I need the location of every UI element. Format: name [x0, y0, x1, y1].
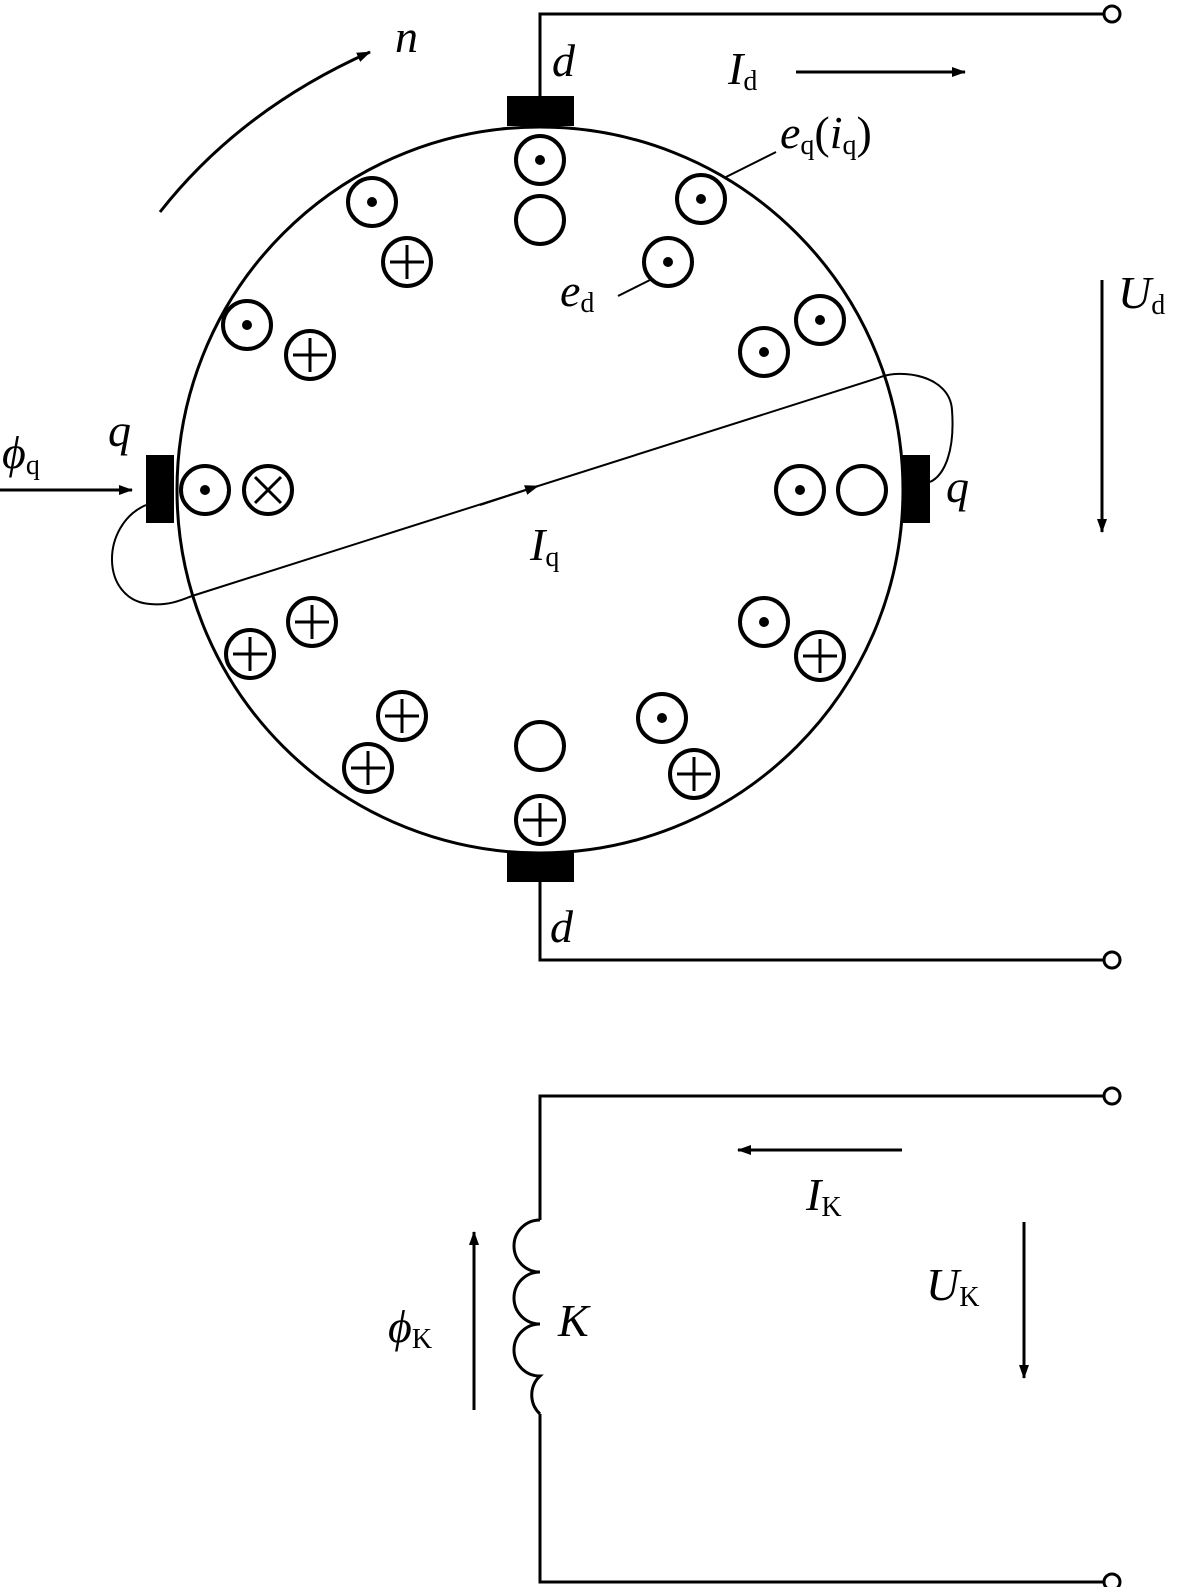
rotation-arrow	[158, 50, 371, 213]
brush-q-right-label: q	[946, 461, 969, 512]
armature-conductors	[179, 134, 888, 846]
terminal-d-bottom	[1102, 950, 1122, 970]
control-lead-bottom	[538, 1414, 1106, 1584]
brush-d-top-label: d	[552, 35, 576, 86]
flux-q-label: ϕq	[2, 427, 40, 481]
emf-q-leader	[723, 151, 777, 179]
voltage-d-label: Ud	[1118, 267, 1165, 321]
terminal-d-top	[1102, 4, 1122, 24]
brush-q-left-label: q	[108, 405, 131, 456]
control-winding-coil	[512, 1218, 544, 1416]
brush-q-left	[146, 455, 174, 523]
terminal-k-top	[1102, 1086, 1122, 1106]
terminal-k-bottom	[1102, 1572, 1122, 1587]
current-q-arrow	[479, 485, 539, 506]
control-lead-top	[538, 1094, 1106, 1220]
current-q-label: Iq	[529, 519, 559, 573]
brush-q-right	[902, 455, 930, 523]
current-d-label: Id	[727, 43, 757, 97]
emf-q-label: eq(iq)	[780, 107, 872, 161]
rotation-label: n	[395, 11, 418, 62]
current-k-label: IK	[805, 1169, 842, 1223]
lead-d-bottom	[538, 882, 1106, 962]
voltage-k-label: UK	[926, 1259, 979, 1313]
brush-d-top	[507, 96, 574, 126]
control-winding-label: K	[557, 1295, 591, 1346]
emf-d-leader	[617, 279, 651, 297]
brush-d-bottom	[507, 852, 574, 882]
lead-d-top	[538, 12, 1106, 96]
flux-k-label: ϕK	[388, 1301, 432, 1355]
brush-d-bottom-label: d	[550, 901, 574, 952]
q-short-circuit-wire	[111, 372, 954, 606]
emf-d-label: ed	[560, 265, 594, 319]
